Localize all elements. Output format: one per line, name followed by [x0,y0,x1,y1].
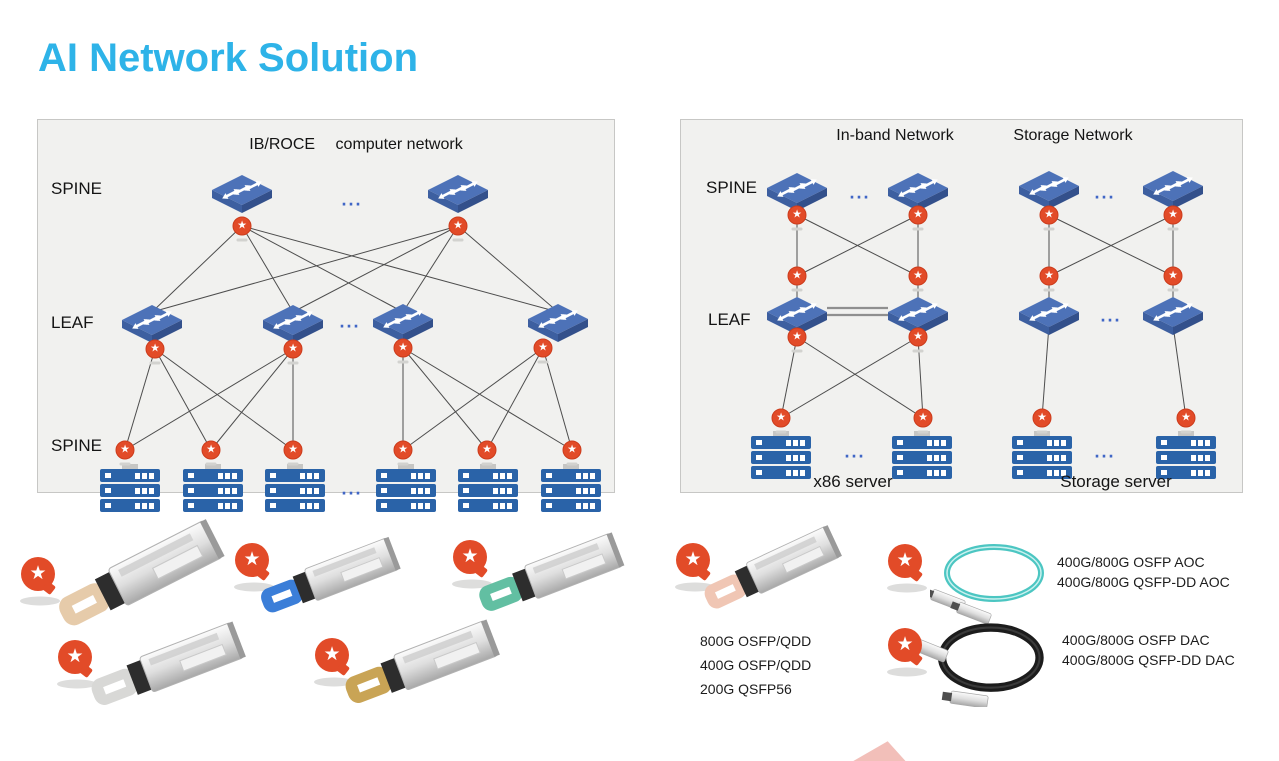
star-badge-icon: ★ [787,266,807,292]
star-badge-icon: ★ [913,408,933,434]
product-label: 400G/800G QSFP-DD DAC [1062,651,1235,668]
star-badge-icon: ★ [888,544,922,578]
network-switch-icon [426,174,490,222]
star-badge-icon: ★ [562,440,582,466]
star-badge-icon: ★ [1163,266,1183,292]
label-leaf: LEAF [51,313,94,332]
badge-shadow [887,583,927,593]
transceiver-blue-tab-icon [251,525,412,630]
ellipsis: ... [844,441,866,462]
star-badge-icon: ★ [1176,408,1196,434]
inband-storage-network-panel: In-band Network Storage Network SPINE LE… [680,119,1243,493]
badge-shadow [57,679,97,689]
star-badge-icon: ★ [21,557,55,591]
server-stack-icon [751,431,812,481]
product-label: 400G/800G OSFP DAC [1062,632,1210,648]
ellipsis: ... [341,478,363,499]
star-badge-icon: ★ [787,205,807,231]
label-leaf: LEAF [708,310,751,329]
aoc-labels: 400G/800G OSFP AOC 400G/800G QSFP-DD AOC [1057,553,1230,592]
label-storage-server: Storage server [1060,472,1172,491]
watermark-shape [840,734,930,761]
star-badge-icon: ★ [908,205,928,231]
network-switch-icon [1017,296,1081,344]
label-spine-top: SPINE [51,179,103,198]
star-badge-icon: ★ [1032,408,1052,434]
transceiver-pink-tab-icon [694,512,854,625]
heading-ib-roce: IB/ROCE [249,136,316,153]
ellipsis: ... [1094,182,1116,203]
star-badge-icon: ★ [58,640,92,674]
dac-labels: 400G/800G OSFP DAC 400G/800G QSFP-DD DAC [1062,631,1235,670]
heading-inband-network: In-band Network [836,127,954,144]
star-badge-icon: ★ [1039,205,1059,231]
server-stack-icon [892,431,953,481]
badge-shadow [675,582,715,592]
star-badge-icon: ★ [787,327,807,353]
panel-heading: IB/ROCE computer network [249,136,462,154]
heading-storage-network: Storage Network [1013,127,1133,144]
transceiver-gold-tab-icon [335,606,513,722]
label-spine: SPINE [706,178,758,197]
badge-shadow [234,582,274,592]
star-badge-icon: ★ [393,440,413,466]
network-switch-icon [210,174,274,222]
label-spine-bottom: SPINE [51,436,103,455]
server-stack-icon [100,464,160,514]
star-badge-icon: ★ [1163,205,1183,231]
product-label: 200G QSFP56 [700,681,792,697]
product-label: 400G OSFP/QDD [700,657,812,673]
star-badge-icon: ★ [771,408,791,434]
star-badge-icon: ★ [888,628,922,662]
star-badge-icon: ★ [393,338,413,364]
ellipsis: ... [341,189,363,210]
star-badge-icon: ★ [232,216,252,242]
badge-shadow [887,667,927,677]
star-badge-icon: ★ [283,339,303,365]
badge-shadow [452,579,492,589]
star-badge-icon: ★ [533,338,553,364]
label-x86-server: x86 server [813,472,893,491]
star-badge-icon: ★ [908,266,928,292]
star-badge-icon: ★ [908,327,928,353]
ellipsis: ... [1100,305,1122,326]
connection-lines [124,225,573,451]
server-stack-icon [183,464,243,514]
star-badge-icon: ★ [115,440,135,466]
server-stack-icon [376,464,436,514]
ellipsis: ... [339,311,361,332]
star-badge-icon: ★ [676,543,710,577]
badge-shadow [20,596,60,606]
product-label: 400G/800G OSFP AOC [1057,554,1205,570]
badge-shadow [314,677,354,687]
page-title: AI Network Solution [38,36,418,80]
server-stack-icon [458,464,518,514]
transceiver-group-labels: 800G OSFP/QDD 400G OSFP/QDD 200G QSFP56 [700,633,811,705]
ellipsis: ... [1094,441,1116,462]
product-label: 400G/800G QSFP-DD AOC [1057,573,1230,590]
ellipsis: ... [849,182,871,203]
star-badge-icon: ★ [448,216,468,242]
star-badge-icon: ★ [1039,266,1059,292]
star-badge-icon: ★ [201,440,221,466]
star-badge-icon: ★ [145,339,165,365]
heading-computer-network: computer network [335,136,463,153]
ib-roce-network-panel: IB/ROCE computer network SPINE LEAF SPIN… [37,119,615,493]
network-switch-icon [1141,296,1205,344]
server-stack-icon [265,464,325,514]
star-badge-icon: ★ [453,540,487,574]
server-stack-icon [541,464,601,514]
product-label: 800G OSFP/QDD [700,633,812,649]
dac-cable-icon [912,612,1052,707]
star-badge-icon: ★ [315,638,349,672]
star-badge-icon: ★ [283,440,303,466]
star-badge-icon: ★ [477,440,497,466]
star-badge-icon: ★ [235,543,269,577]
